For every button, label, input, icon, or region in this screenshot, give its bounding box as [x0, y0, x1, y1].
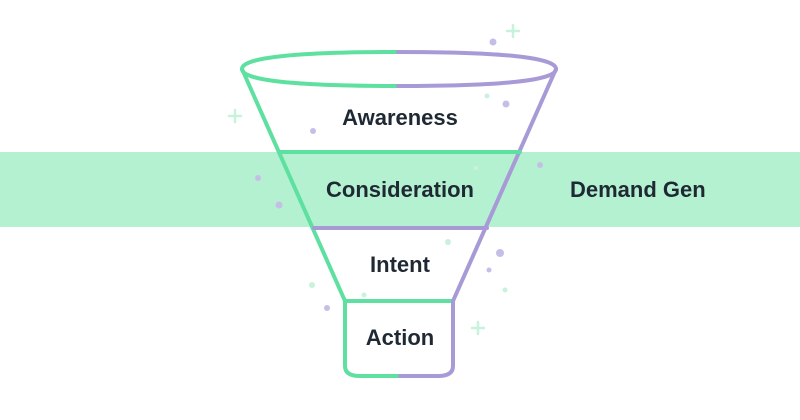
sparkle-dot — [502, 100, 510, 108]
stage-label-awareness: Awareness — [342, 105, 458, 130]
funnel-rim-top-left — [240, 50, 400, 71]
sparkle-star — [470, 320, 486, 336]
funnel-spout-left — [343, 299, 402, 378]
sparkle-dot — [324, 305, 330, 311]
sparkle-dot — [275, 201, 283, 209]
sparkle-dot — [489, 38, 497, 46]
stage-label-intent: Intent — [370, 252, 430, 277]
funnel-rim-top-right — [396, 50, 558, 71]
sparkle-dot — [310, 128, 316, 134]
sparkle-star — [227, 108, 243, 124]
sparkle-dot — [502, 287, 508, 293]
demand-gen-band — [0, 152, 800, 227]
sparkle-dot — [255, 175, 261, 181]
sparkle-dot — [486, 267, 492, 273]
funnel-rim-bottom-right — [396, 67, 558, 88]
sparkle-dot — [537, 162, 543, 168]
funnel-rim-bottom-left — [240, 67, 400, 88]
demand-gen-label: Demand Gen — [570, 177, 706, 202]
stage-label-action: Action — [365, 325, 435, 350]
sparkle-dot — [445, 239, 451, 245]
sparkle-star — [505, 23, 521, 39]
funnel-spout-right — [398, 299, 455, 378]
funnel-side-left — [240, 67, 347, 303]
stage-label-consideration: Consideration — [326, 177, 474, 202]
sparkle-dot — [484, 93, 490, 99]
sparkle-dot — [474, 166, 478, 170]
funnel-side-right — [451, 67, 558, 303]
sparkle-dot — [361, 292, 367, 298]
decorative-sparkles — [227, 23, 543, 336]
sparkle-dot — [496, 249, 504, 257]
sparkle-dot — [309, 282, 315, 288]
